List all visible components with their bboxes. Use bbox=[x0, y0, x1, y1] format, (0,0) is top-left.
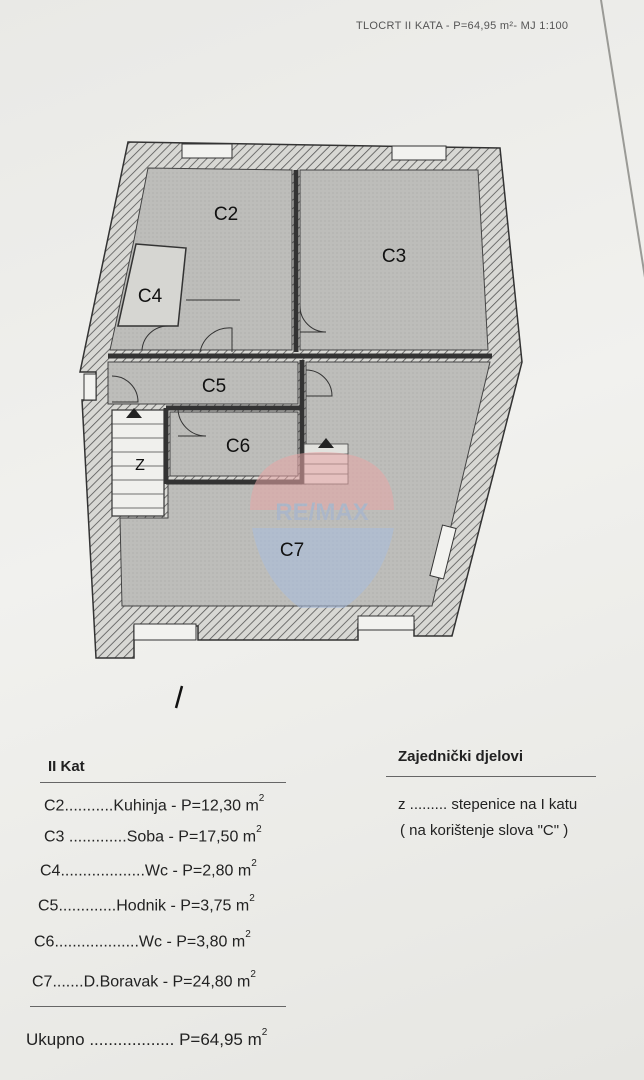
floor-plan: RE/MAX C2 C3 C4 C5 C6 C7 Z bbox=[79, 141, 523, 709]
rule-bottom-left bbox=[30, 1006, 286, 1007]
room-row: C4...................Wc - P=2,80 m2 bbox=[40, 858, 257, 880]
room-row: C6...................Wc - P=3,80 m2 bbox=[34, 929, 251, 951]
room-label-c2: C2 bbox=[214, 204, 238, 225]
windows bbox=[83, 143, 457, 641]
total-row: Ukupno .................. P=64,95 m2 bbox=[26, 1027, 268, 1049]
remax-watermark: RE/MAX bbox=[250, 452, 394, 608]
room-label-c6: C6 bbox=[226, 436, 250, 457]
room-c4-floor bbox=[117, 243, 187, 327]
plan-title: TLOCRT II KATA - P=64,95 m²- MJ 1:100 bbox=[356, 20, 569, 32]
room-label-c3: C3 bbox=[382, 246, 406, 267]
section-title-ii-kat: II Kat bbox=[48, 758, 85, 775]
room-label-c4: C4 bbox=[138, 286, 163, 307]
room-row: C5.............Hodnik - P=3,75 m2 bbox=[38, 893, 255, 915]
room-row: C7.......D.Boravak - P=24,80 m2 bbox=[32, 969, 256, 991]
watermark-text: RE/MAX bbox=[275, 499, 368, 526]
stair-label: Z bbox=[135, 457, 145, 474]
room-label-c5: C5 bbox=[202, 376, 226, 397]
pen-mark bbox=[174, 685, 184, 709]
door-swings bbox=[111, 299, 333, 437]
common-parts-line-2: ( na korištenje slova "C" ) bbox=[400, 822, 569, 839]
room-label-c7: C7 bbox=[280, 540, 304, 561]
room-row: C3 .............Soba - P=17,50 m2 bbox=[44, 824, 262, 846]
rule-top-right bbox=[386, 776, 596, 777]
section-title-zajednicki: Zajednički djelovi bbox=[398, 748, 524, 765]
common-parts-line-1: z ......... stepenice na I katu bbox=[398, 796, 578, 813]
rule-top-left bbox=[40, 782, 286, 783]
room-row: C2...........Kuhinja - P=12,30 m2 bbox=[44, 793, 265, 815]
